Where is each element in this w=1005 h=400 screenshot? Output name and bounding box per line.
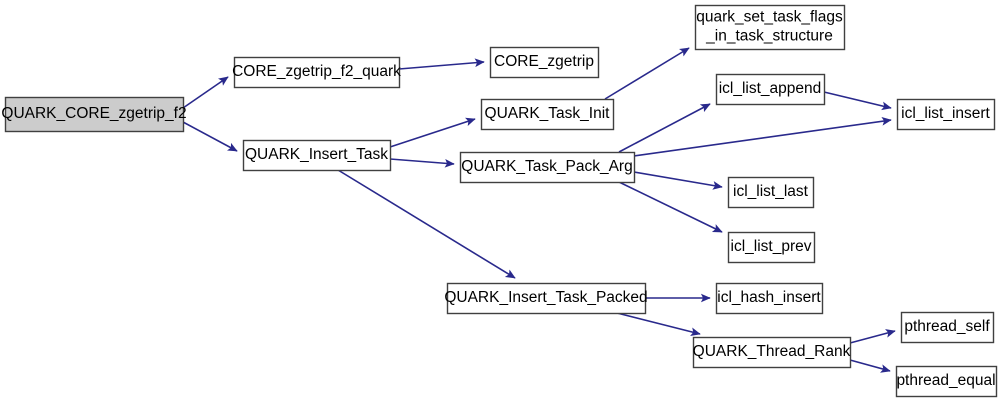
node-quark_task_init[interactable]: QUARK_Task_Init <box>480 98 615 131</box>
node-label-pthread_self: pthread_self <box>904 318 990 335</box>
node-quark_thread_rank[interactable]: QUARK_Thread_Rank <box>692 336 852 369</box>
node-label-icl_list_append: icl_list_append <box>719 80 822 97</box>
node-label-core_zgetrip: CORE_zgetrip <box>494 53 594 70</box>
node-box-icl_list_last[interactable] <box>727 176 815 209</box>
call-edge-quark_thread_rank-to-pthread_self <box>849 329 896 344</box>
node-label-quark_task_init: QUARK_Task_Init <box>485 105 611 122</box>
call-edge-quark_insert_task-to-quark_task_pack_arg <box>389 158 455 168</box>
node-icl_list_insert[interactable]: icl_list_insert <box>896 98 996 131</box>
node-pthread_equal[interactable]: pthread_equal <box>895 365 998 398</box>
call-edge-core_zgetrip_f2_quark-to-core_zgetrip <box>398 58 485 70</box>
node-pthread_self[interactable]: pthread_self <box>900 311 995 344</box>
node-box-quark_insert_task[interactable] <box>242 139 392 172</box>
node-box-quark_task_pack_arg[interactable] <box>459 151 636 184</box>
call-edge-icl_list_append-to-icl_list_insert <box>823 91 892 111</box>
node-label-icl_list_last: icl_list_last <box>733 183 809 200</box>
node-label-icl_list_insert: icl_list_insert <box>901 105 990 122</box>
node-quark_set_task_flags_in_task_structure[interactable]: quark_set_task_flags_in_task_structure <box>694 4 846 51</box>
node-icl_list_append[interactable]: icl_list_append <box>715 73 826 106</box>
call-edge-quark_insert_task_packed-to-quark_thread_rank <box>616 312 701 336</box>
call-edge-quark_task_pack_arg-to-icl_list_append <box>618 103 711 153</box>
node-box-icl_list_insert[interactable] <box>896 98 996 131</box>
node-box-pthread_equal[interactable] <box>895 365 998 398</box>
call-edge-quark_core_zgetrip_f2-to-quark_insert_task <box>182 121 238 152</box>
node-label-icl_list_prev: icl_list_prev <box>731 238 812 255</box>
node-label-pthread_equal: pthread_equal <box>896 372 995 389</box>
node-box-quark_thread_rank[interactable] <box>692 336 852 369</box>
node-box-icl_list_prev[interactable] <box>727 231 816 264</box>
call-edge-quark_task_pack_arg-to-icl_list_last <box>633 171 723 190</box>
node-core_zgetrip[interactable]: CORE_zgetrip <box>489 46 600 79</box>
node-box-quark_set_task_flags_in_task_structure[interactable] <box>694 4 846 51</box>
node-label-quark_thread_rank: QUARK_Thread_Rank <box>693 343 851 360</box>
node-layer: QUARK_CORE_zgetrip_f2 CORE_zgetrip_f2_qua… <box>1 4 998 398</box>
node-box-quark_core_zgetrip_f2[interactable] <box>4 96 185 133</box>
node-box-pthread_self[interactable] <box>900 311 995 344</box>
node-icl_hash_insert[interactable]: icl_hash_insert <box>715 282 824 315</box>
node-quark_insert_task_packed[interactable]: QUARK_Insert_Task_Packed <box>444 282 648 315</box>
node-quark_task_pack_arg[interactable]: QUARK_Task_Pack_Arg <box>459 151 636 184</box>
node-quark_core_zgetrip_f2[interactable]: QUARK_CORE_zgetrip_f2 <box>1 96 187 133</box>
node-box-icl_hash_insert[interactable] <box>715 282 824 315</box>
call-edge-quark_task_pack_arg-to-icl_list_prev <box>618 181 723 233</box>
node-icl_list_last[interactable]: icl_list_last <box>727 176 815 209</box>
node-label-icl_hash_insert: icl_hash_insert <box>717 289 821 306</box>
node-label-quark_core_zgetrip_f2: QUARK_CORE_zgetrip_f2 <box>1 105 186 122</box>
call-edge-quark_task_pack_arg-to-icl_list_insert <box>633 116 892 157</box>
node-label-quark_insert_task_packed: QUARK_Insert_Task_Packed <box>444 289 647 306</box>
node-box-quark_insert_task_packed[interactable] <box>446 282 647 315</box>
call-edge-quark_insert_task-to-quark_task_init <box>389 117 476 148</box>
node-label-quark_insert_task: QUARK_Insert_Task <box>245 146 388 163</box>
call-edge-quark_core_zgetrip_f2-to-core_zgetrip_f2_quark <box>182 76 229 109</box>
node-box-icl_list_append[interactable] <box>715 73 826 106</box>
edge-layer <box>182 47 896 373</box>
node-label-quark_task_pack_arg: QUARK_Task_Pack_Arg <box>461 158 632 175</box>
call-edge-quark_thread_rank-to-pthread_equal <box>849 359 891 373</box>
node-label-quark_set_task_flags_in_task_structure: quark_set_task_flags_in_task_structure <box>696 9 843 45</box>
node-quark_insert_task[interactable]: QUARK_Insert_Task <box>242 139 392 172</box>
call-edge-quark_insert_task-to-quark_insert_task_packed <box>337 169 516 279</box>
node-box-core_zgetrip[interactable] <box>489 46 600 79</box>
call-edge-quark_task_init-to-quark_set_task_flags_in_task_structure <box>604 47 690 100</box>
node-core_zgetrip_f2_quark[interactable]: CORE_zgetrip_f2_quark <box>232 56 401 89</box>
node-box-core_zgetrip_f2_quark[interactable] <box>233 56 401 89</box>
node-icl_list_prev[interactable]: icl_list_prev <box>727 231 816 264</box>
node-label-core_zgetrip_f2_quark: CORE_zgetrip_f2_quark <box>232 63 401 80</box>
node-box-quark_task_init[interactable] <box>480 98 615 131</box>
